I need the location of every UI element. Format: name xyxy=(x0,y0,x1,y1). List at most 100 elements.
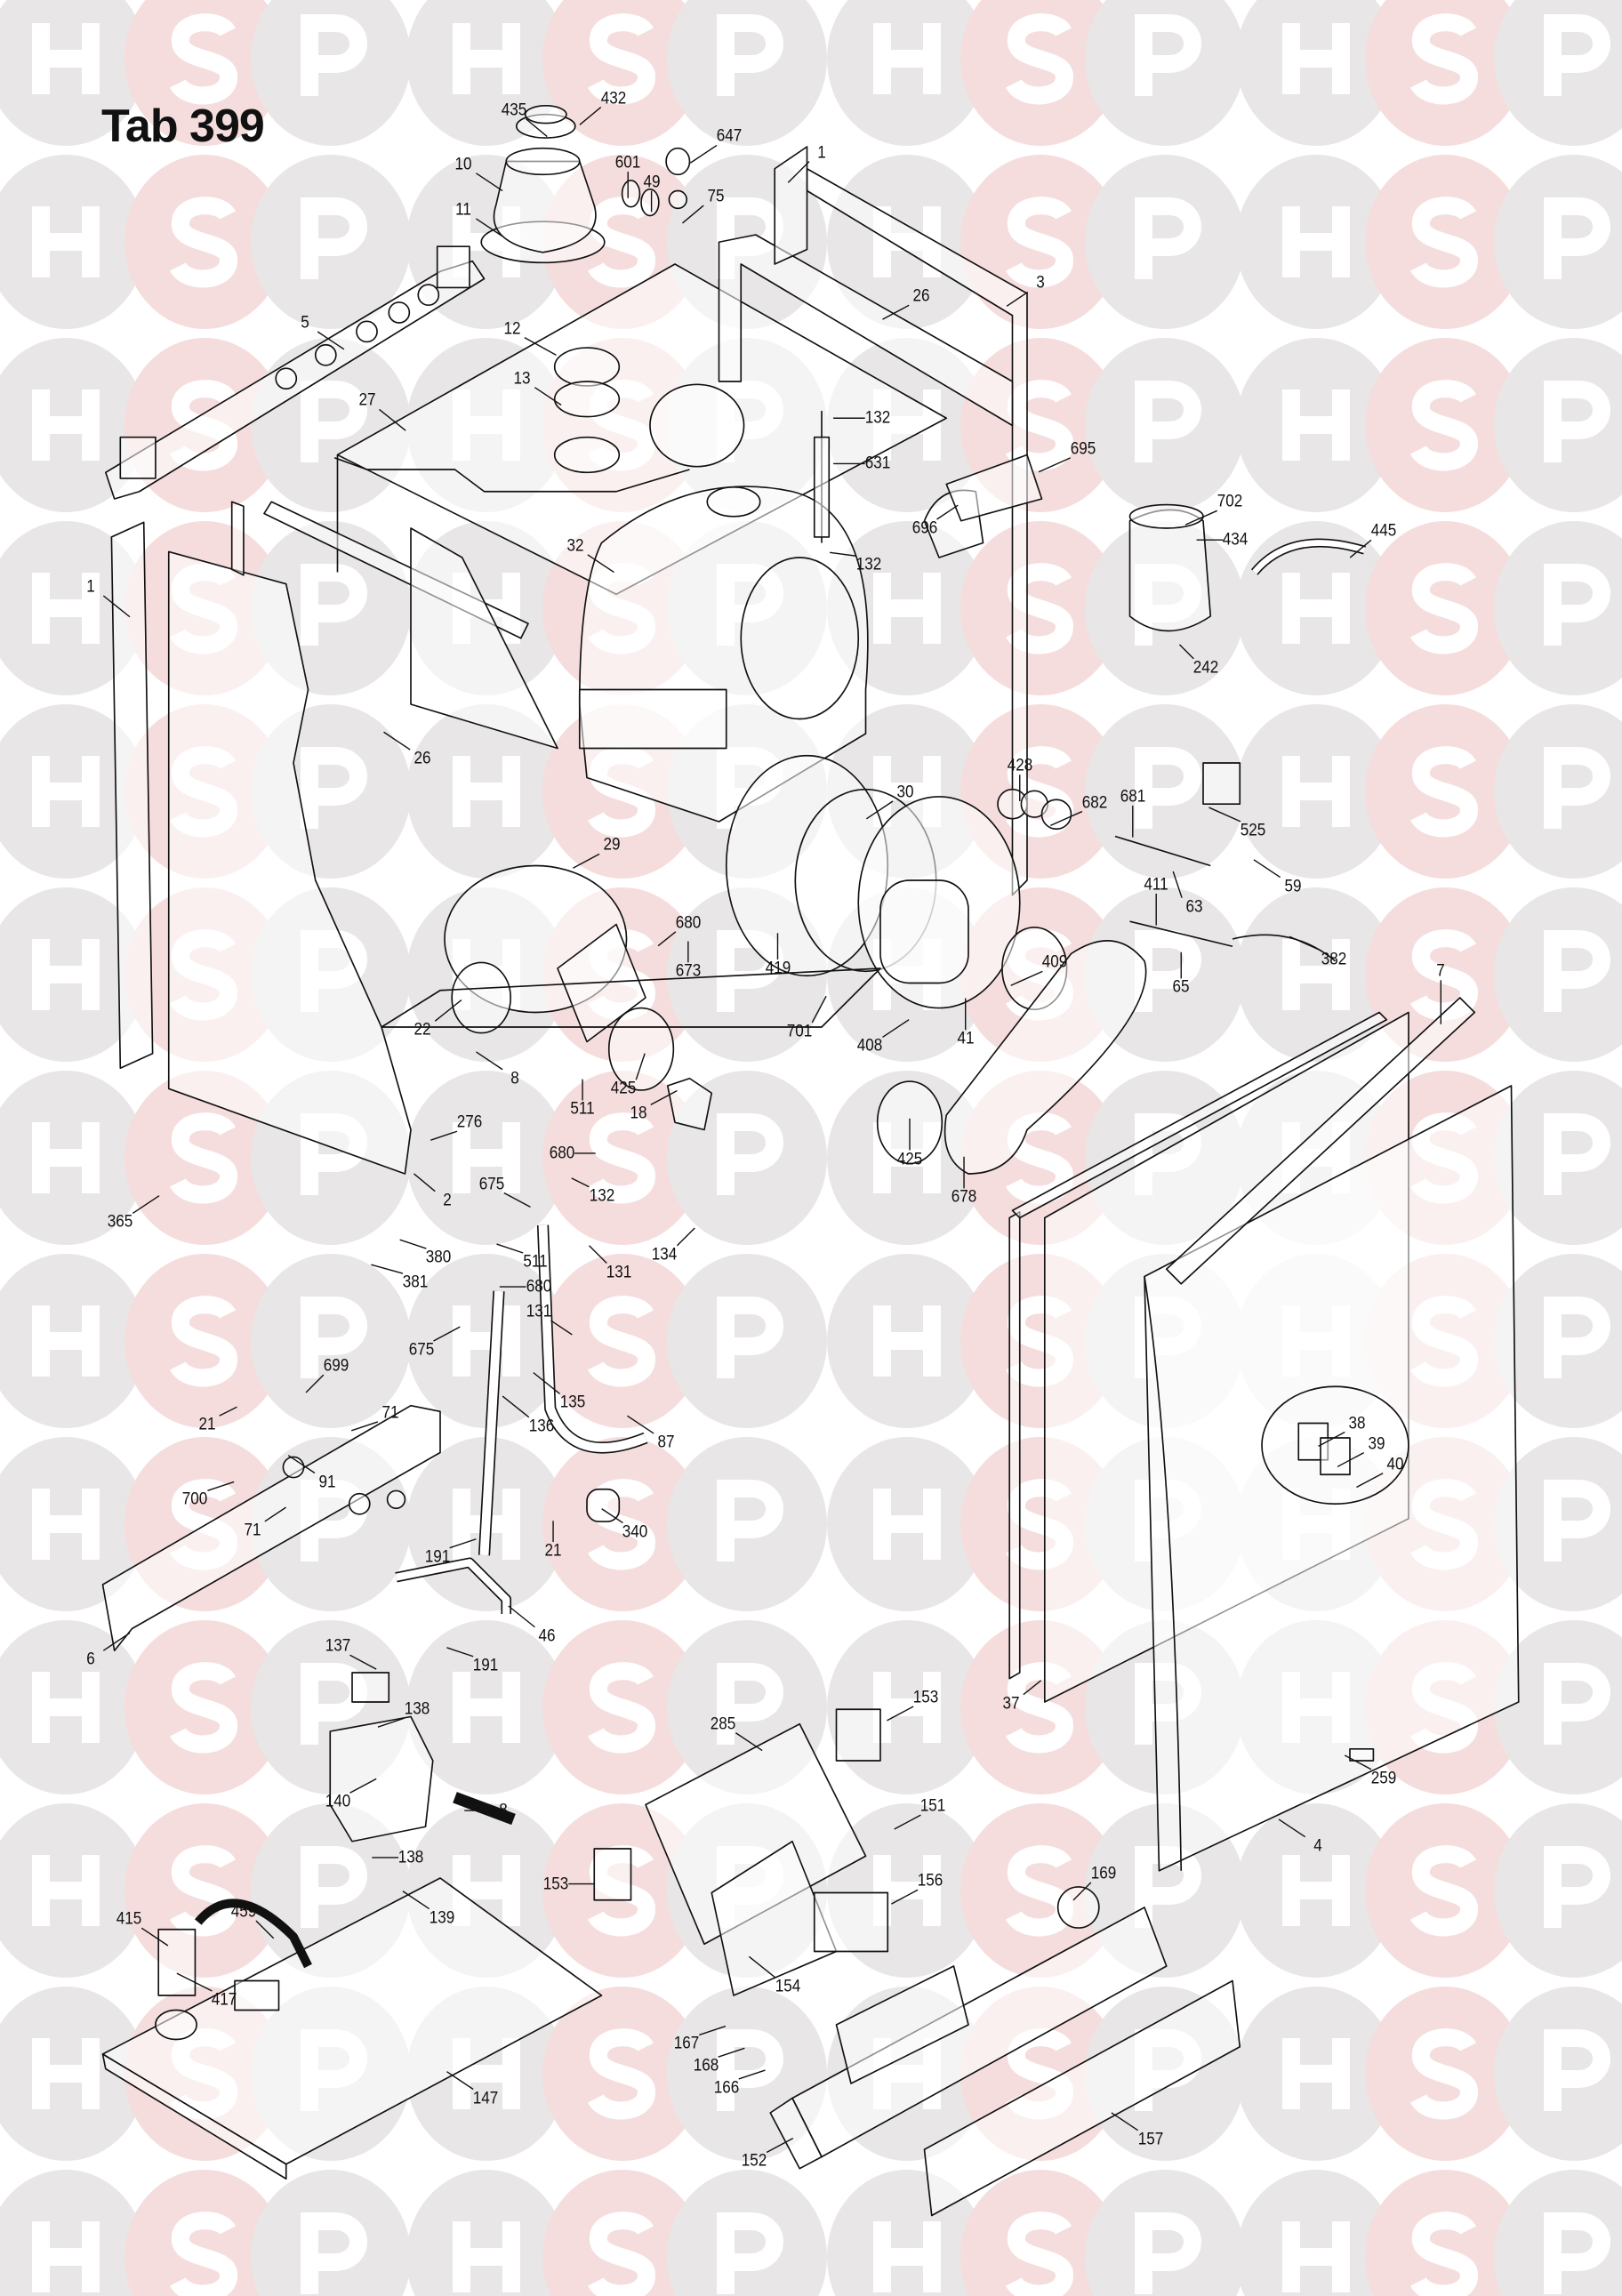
part-number-label-415[interactable]: 415 xyxy=(116,1909,142,1929)
part-number-label-26[interactable]: 26 xyxy=(912,286,930,306)
part-number-label-21[interactable]: 21 xyxy=(198,1415,216,1434)
part-number-label-380[interactable]: 380 xyxy=(426,1248,452,1267)
part-number-label-18[interactable]: 18 xyxy=(630,1104,647,1123)
part-number-label-699[interactable]: 699 xyxy=(323,1356,349,1376)
part-number-label-22[interactable]: 22 xyxy=(414,1020,431,1040)
part-number-label-139[interactable]: 139 xyxy=(429,1908,454,1928)
part-number-label-695[interactable]: 695 xyxy=(1070,439,1096,459)
part-number-label-38[interactable]: 38 xyxy=(1348,1414,1366,1433)
part-number-label-30[interactable]: 30 xyxy=(896,783,914,802)
part-number-label-91[interactable]: 91 xyxy=(318,1473,336,1491)
part-number-label-435[interactable]: 435 xyxy=(501,100,526,120)
part-number-label-680[interactable]: 680 xyxy=(549,1144,575,1163)
part-number-label-135[interactable]: 135 xyxy=(559,1393,585,1412)
part-number-label-511[interactable]: 511 xyxy=(570,1099,595,1119)
part-number-label-285[interactable]: 285 xyxy=(711,1714,736,1734)
part-number-label-675[interactable]: 675 xyxy=(478,1175,505,1194)
part-number-label-166[interactable]: 166 xyxy=(713,2078,740,2098)
part-number-label-417[interactable]: 417 xyxy=(212,1990,237,2010)
part-number-label-700[interactable]: 700 xyxy=(182,1489,208,1509)
part-number-label-37[interactable]: 37 xyxy=(1002,1694,1020,1714)
part-number-label-601[interactable]: 601 xyxy=(614,153,641,173)
part-number-label-6[interactable]: 6 xyxy=(86,1650,96,1669)
part-number-label-432[interactable]: 432 xyxy=(600,89,626,108)
part-number-label-156[interactable]: 156 xyxy=(917,1871,943,1891)
part-number-label-445[interactable]: 445 xyxy=(1370,521,1397,541)
part-number-label-525[interactable]: 525 xyxy=(1240,821,1266,840)
part-number-label-75[interactable]: 75 xyxy=(707,187,725,206)
part-number-label-365[interactable]: 365 xyxy=(108,1212,133,1232)
part-number-label-434[interactable]: 434 xyxy=(1223,530,1249,550)
part-number-label-138[interactable]: 138 xyxy=(404,1699,430,1719)
part-number-label-41[interactable]: 41 xyxy=(957,1029,975,1048)
part-number-label-8[interactable]: 8 xyxy=(499,1801,508,1820)
part-number-label-40[interactable]: 40 xyxy=(1386,1455,1404,1474)
part-number-label-702[interactable]: 702 xyxy=(1216,492,1242,511)
part-number-label-46[interactable]: 46 xyxy=(538,1626,556,1646)
part-number-label-12[interactable]: 12 xyxy=(503,319,521,339)
part-number-label-21[interactable]: 21 xyxy=(544,1541,562,1561)
part-number-label-5[interactable]: 5 xyxy=(301,313,309,333)
part-number-label-8[interactable]: 8 xyxy=(510,1069,519,1088)
part-number-label-27[interactable]: 27 xyxy=(357,390,376,410)
part-number-label-701[interactable]: 701 xyxy=(786,1022,813,1041)
part-number-label-682[interactable]: 682 xyxy=(1081,793,1108,813)
part-number-label-65[interactable]: 65 xyxy=(1172,977,1190,997)
part-number-label-154[interactable]: 154 xyxy=(775,1977,801,1996)
part-number-label-7[interactable]: 7 xyxy=(1436,961,1446,981)
part-number-label-191[interactable]: 191 xyxy=(472,1656,499,1675)
part-number-label-153[interactable]: 153 xyxy=(912,1688,939,1707)
part-number-label-131[interactable]: 131 xyxy=(526,1302,551,1321)
part-number-label-169[interactable]: 169 xyxy=(1090,1864,1117,1883)
part-number-label-2[interactable]: 2 xyxy=(443,1191,453,1210)
part-number-label-13[interactable]: 13 xyxy=(513,369,531,389)
part-number-label-425[interactable]: 425 xyxy=(896,1150,923,1168)
part-number-label-675[interactable]: 675 xyxy=(408,1340,434,1360)
part-number-label-134[interactable]: 134 xyxy=(652,1245,678,1264)
part-number-label-276[interactable]: 276 xyxy=(456,1112,483,1132)
part-number-label-63[interactable]: 63 xyxy=(1185,897,1203,917)
part-number-label-673[interactable]: 673 xyxy=(675,961,702,981)
part-number-label-419[interactable]: 419 xyxy=(765,959,791,978)
part-number-label-1[interactable]: 1 xyxy=(86,577,96,597)
part-number-label-29[interactable]: 29 xyxy=(603,835,621,855)
part-number-label-132[interactable]: 132 xyxy=(589,1186,614,1206)
part-number-label-136[interactable]: 136 xyxy=(528,1417,555,1436)
part-number-label-382[interactable]: 382 xyxy=(1321,950,1347,969)
part-number-label-26[interactable]: 26 xyxy=(414,749,431,768)
part-number-label-157[interactable]: 157 xyxy=(1137,2130,1163,2149)
part-number-label-11[interactable]: 11 xyxy=(455,200,472,220)
part-number-label-696[interactable]: 696 xyxy=(911,518,937,538)
part-number-label-681[interactable]: 681 xyxy=(1120,787,1146,807)
part-number-label-408[interactable]: 408 xyxy=(857,1036,883,1056)
part-number-label-137[interactable]: 137 xyxy=(325,1636,350,1656)
part-number-label-680[interactable]: 680 xyxy=(675,913,702,933)
part-number-label-140[interactable]: 140 xyxy=(325,1792,350,1811)
part-number-label-132[interactable]: 132 xyxy=(864,408,890,428)
part-number-label-10[interactable]: 10 xyxy=(454,155,472,174)
part-number-label-71[interactable]: 71 xyxy=(381,1403,399,1423)
part-number-label-411[interactable]: 411 xyxy=(1144,875,1168,895)
part-number-label-87[interactable]: 87 xyxy=(657,1433,675,1452)
part-number-label-131[interactable]: 131 xyxy=(606,1263,632,1282)
part-number-label-340[interactable]: 340 xyxy=(622,1522,648,1542)
part-number-label-49[interactable]: 49 xyxy=(643,173,661,192)
part-number-label-191[interactable]: 191 xyxy=(424,1547,450,1567)
part-number-label-151[interactable]: 151 xyxy=(920,1796,946,1816)
part-number-label-409[interactable]: 409 xyxy=(1042,952,1068,972)
part-number-label-71[interactable]: 71 xyxy=(244,1521,261,1540)
part-number-label-32[interactable]: 32 xyxy=(566,536,584,556)
part-number-label-381[interactable]: 381 xyxy=(402,1272,429,1292)
part-number-label-678[interactable]: 678 xyxy=(951,1187,977,1207)
part-number-label-132[interactable]: 132 xyxy=(855,555,882,574)
part-number-label-511[interactable]: 511 xyxy=(523,1252,548,1272)
part-number-label-153[interactable]: 153 xyxy=(543,1875,569,1894)
part-number-label-3[interactable]: 3 xyxy=(1036,273,1045,293)
part-number-label-138[interactable]: 138 xyxy=(397,1848,424,1867)
part-number-label-631[interactable]: 631 xyxy=(864,454,890,473)
part-number-label-59[interactable]: 59 xyxy=(1284,877,1302,896)
part-number-label-425[interactable]: 425 xyxy=(610,1079,637,1098)
part-number-label-168[interactable]: 168 xyxy=(693,2056,719,2075)
part-number-label-459[interactable]: 459 xyxy=(230,1902,257,1922)
part-number-label-152[interactable]: 152 xyxy=(741,2151,767,2171)
